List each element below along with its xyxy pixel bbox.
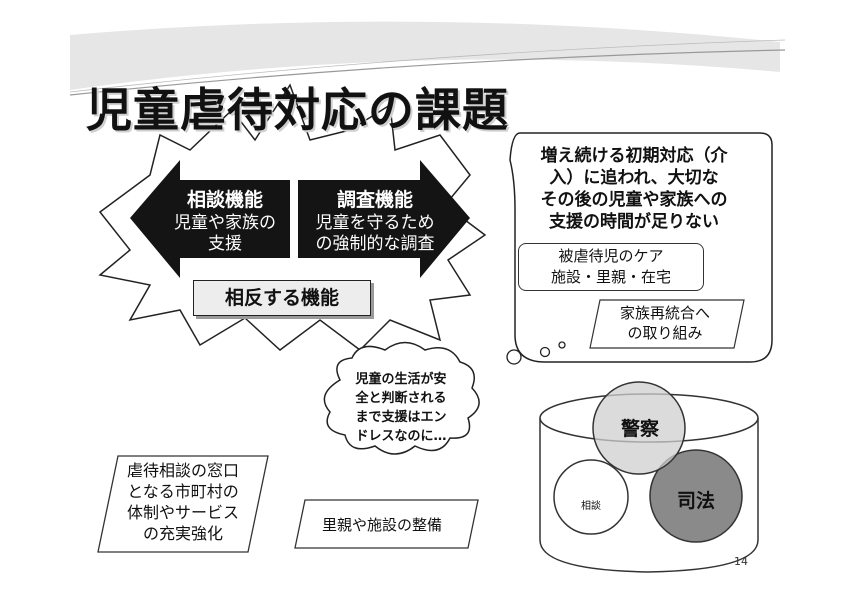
consultation-circle-label: 相談 xyxy=(581,501,601,512)
municipal-line3: 体制やサービス xyxy=(126,503,239,522)
municipal-line2: となる市町村の xyxy=(127,482,239,501)
bubble-line3: その後の児童や家族への xyxy=(540,190,728,210)
investigation-line1: 児童を守るため xyxy=(315,213,435,233)
consultation-head: 相談機能 xyxy=(186,189,263,211)
municipal-line4: の充実強化 xyxy=(142,524,223,543)
consultation-function-label: 相談機能 児童や家族の 支援 xyxy=(157,190,293,255)
facility-shape xyxy=(294,499,479,549)
cloud-line3: まで支援はエン xyxy=(355,410,447,425)
reunify-line2: の取り組み xyxy=(627,324,703,342)
police-label: 警察 xyxy=(620,418,659,440)
header-swoosh-line xyxy=(69,49,786,96)
reunify-shape xyxy=(589,299,745,349)
municipal-shape xyxy=(97,455,269,553)
cloud-text: 児童の生活が安 全と判断される まで支援はエン ドレスなのに… xyxy=(336,370,466,446)
consultation-arrow xyxy=(130,160,290,278)
police-circle xyxy=(592,381,686,475)
judiciary-label: 司法 xyxy=(676,490,715,512)
reunify-line1: 家族再統合へ xyxy=(619,304,710,322)
judiciary-circle xyxy=(649,449,743,543)
bubble-line2: 入）に追われ、大切な xyxy=(549,168,719,188)
consultation-line1: 児童や家族の xyxy=(174,213,276,233)
municipal-line1: 虐待相談の窓口 xyxy=(126,461,239,480)
consultation-line2: 支援 xyxy=(208,234,242,254)
care-line2: 施設・里親・在宅 xyxy=(550,268,671,286)
cloud-line1: 児童の生活が安 xyxy=(355,372,447,387)
reunify-box: 家族再統合へ の取り組み xyxy=(590,300,740,346)
municipal-box: 虐待相談の窓口 となる市町村の 体制やサービス の充実強化 xyxy=(108,456,258,552)
thought-cloud xyxy=(323,341,480,455)
facility-box: 里親や施設の整備 xyxy=(321,516,442,534)
bubble-line1: 増え続ける初期対応（介 xyxy=(540,146,728,166)
investigation-line2: の強制的な調査 xyxy=(315,234,435,254)
care-line1: 被虐待児のケア xyxy=(558,247,664,265)
investigation-function-label: 調査機能 児童を守るため の強制的な調査 xyxy=(300,190,450,255)
investigation-head: 調査機能 xyxy=(336,189,413,211)
cloud-line2: 全と判断される xyxy=(355,391,447,406)
page-number: 14 xyxy=(734,555,748,568)
investigation-arrow xyxy=(298,160,470,278)
consultation-circle xyxy=(553,459,629,535)
care-box: 被虐待児のケア 施設・里親・在宅 xyxy=(518,243,704,291)
conflict-label: 相反する機能 xyxy=(193,280,371,316)
bubble-line4: 支援の時間が足りない xyxy=(549,212,719,232)
header-swoosh xyxy=(70,21,780,91)
cloud-line4: ドレスなのに… xyxy=(355,429,447,444)
speech-bubble-text: 増え続ける初期対応（介 入）に追われ、大切な その後の児童や家族への 支援の時間… xyxy=(508,145,760,233)
page-title: 児童虐待対応の課題 xyxy=(86,83,509,137)
